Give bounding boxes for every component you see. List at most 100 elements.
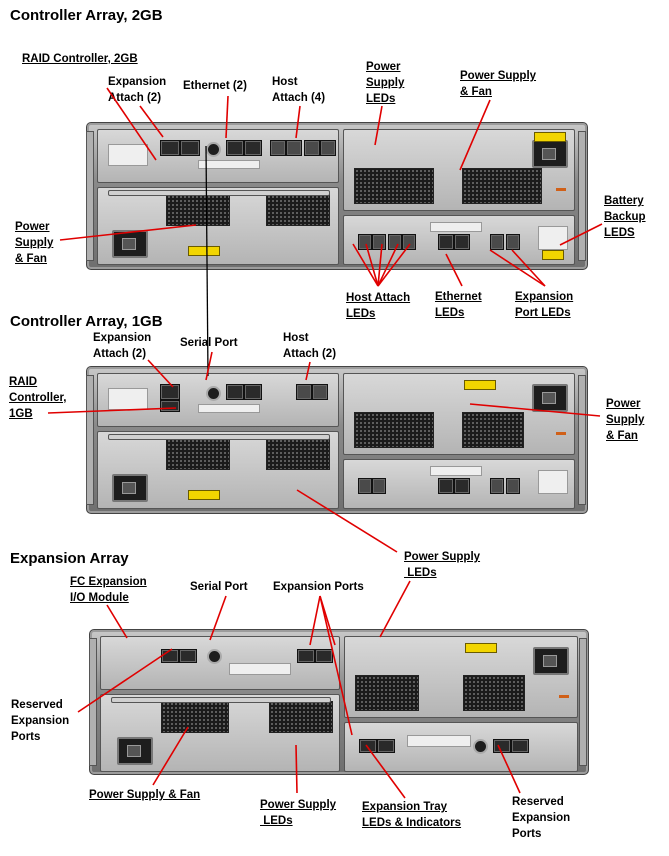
module-label-sticker bbox=[538, 470, 568, 494]
expansion-attach-port-1 bbox=[160, 384, 180, 400]
rack-ear-left bbox=[86, 131, 94, 261]
label-power-supply-fan-left: Power Supply & Fan bbox=[15, 221, 54, 265]
fan-grille-icon bbox=[462, 412, 524, 448]
fan-grille-icon bbox=[269, 701, 333, 733]
fan-grille-icon bbox=[166, 438, 230, 470]
label-serial-port-expansion: Serial Port bbox=[190, 581, 248, 593]
section-title-controller-1gb: Controller Array, 1GB bbox=[10, 313, 163, 330]
reserved-expansion-port-1 bbox=[161, 649, 179, 663]
host-attach-led-port-4 bbox=[402, 234, 416, 250]
warning-label-icon bbox=[188, 490, 220, 500]
warning-label-icon bbox=[464, 380, 496, 390]
ethernet-port-2 bbox=[244, 384, 262, 400]
label-reserved-ports-right: Reserved Expansion Ports bbox=[512, 796, 571, 840]
host-attach-led-port-2 bbox=[372, 478, 386, 494]
module-handle bbox=[108, 190, 330, 196]
label-battery-backup-leds: Battery Backup LEDS bbox=[604, 195, 646, 239]
fan-grille-icon bbox=[266, 438, 330, 470]
reserved-expansion-port-2 bbox=[179, 649, 197, 663]
fan-grille-icon bbox=[161, 701, 229, 733]
expansion-attach-port-1 bbox=[160, 140, 180, 156]
power-supply-fan-module-top bbox=[344, 636, 578, 718]
label-raid-controller-2gb: RAID Controller, 2GB bbox=[22, 53, 138, 65]
ethernet-port-2 bbox=[244, 140, 262, 156]
label-ethernet-leds: Ethernet LEDs bbox=[435, 291, 482, 319]
host-attach-port-2 bbox=[312, 384, 328, 400]
label-power-supply-leds-expansion: Power Supply LEDs bbox=[260, 799, 337, 827]
power-supply-fan-module-bottom bbox=[100, 694, 340, 772]
label-power-supply-leds: Power Supply LEDs bbox=[366, 61, 405, 105]
fan-grille-icon bbox=[354, 168, 434, 204]
battery-label bbox=[538, 226, 568, 250]
rack-ear-left bbox=[86, 375, 94, 505]
serial-port-icon bbox=[473, 739, 488, 754]
power-supply-fan-module-bottom bbox=[97, 187, 339, 265]
power-inlet-icon bbox=[117, 737, 153, 765]
ethernet-led-port-2 bbox=[454, 478, 470, 494]
power-inlet-icon bbox=[533, 647, 569, 675]
fan-grille-icon bbox=[463, 675, 525, 711]
controller-led-battery-module bbox=[343, 215, 575, 265]
power-inlet-icon bbox=[112, 230, 148, 258]
host-attach-led-port-1 bbox=[358, 478, 372, 494]
ethernet-led-port-1 bbox=[438, 478, 454, 494]
release-tab bbox=[556, 188, 566, 191]
barcode-sticker bbox=[407, 735, 471, 747]
label-power-supply-fan-expansion: Power Supply & Fan bbox=[89, 789, 201, 801]
power-inlet-icon bbox=[532, 384, 568, 412]
release-tab bbox=[556, 432, 566, 435]
power-supply-fan-module-top bbox=[343, 129, 575, 211]
module-label-sticker bbox=[108, 388, 148, 410]
label-expansion-attach-1gb: Expansion Attach (2) bbox=[93, 332, 152, 360]
ethernet-port-1 bbox=[226, 140, 244, 156]
label-expansion-port-leds: Expansion Port LEDs bbox=[515, 291, 574, 319]
host-attach-led-port-2 bbox=[372, 234, 386, 250]
ethernet-led-port-1 bbox=[438, 234, 454, 250]
ethernet-led-port-2 bbox=[454, 234, 470, 250]
expansion-led-port-1 bbox=[490, 234, 504, 250]
serial-port-icon bbox=[207, 649, 222, 664]
module-handle bbox=[108, 434, 330, 440]
label-ethernet: Ethernet (2) bbox=[183, 80, 247, 92]
host-attach-port-1 bbox=[270, 140, 286, 156]
barcode-sticker bbox=[430, 466, 482, 476]
label-power-supply-fan-1gb: Power Supply & Fan bbox=[606, 398, 645, 442]
module-handle bbox=[111, 697, 331, 703]
fc-expansion-io-module bbox=[100, 636, 340, 690]
fan-grille-icon bbox=[354, 412, 434, 448]
serial-port-icon bbox=[206, 142, 221, 157]
label-expansion-ports: Expansion Ports bbox=[273, 581, 364, 593]
expansion-led-port-2 bbox=[506, 478, 520, 494]
section-title-controller-2gb: Controller Array, 2GB bbox=[10, 7, 163, 24]
label-power-supply-fan-top: Power Supply & Fan bbox=[460, 70, 537, 98]
rack-ear-right bbox=[578, 131, 586, 261]
controller-led-module bbox=[343, 459, 575, 509]
fan-grille-icon bbox=[266, 194, 330, 226]
fan-grille-icon bbox=[462, 168, 542, 204]
label-host-attach-1gb: Host Attach (2) bbox=[283, 332, 337, 360]
warning-label-icon bbox=[534, 132, 566, 142]
expansion-port-1 bbox=[297, 649, 315, 663]
host-attach-port-1 bbox=[296, 384, 312, 400]
barcode-sticker bbox=[198, 160, 260, 169]
host-attach-port-3 bbox=[304, 140, 320, 156]
controller-2gb-chassis bbox=[86, 122, 588, 270]
expansion-attach-port-2 bbox=[160, 400, 180, 412]
warning-label-icon bbox=[542, 250, 564, 260]
label-host-attach-leds: Host Attach LEDs bbox=[346, 292, 411, 320]
label-serial-port-1gb: Serial Port bbox=[180, 337, 238, 349]
ethernet-port-1 bbox=[226, 384, 244, 400]
expansion-tray-port-1 bbox=[359, 739, 377, 753]
warning-label-icon bbox=[188, 246, 220, 256]
raid-controller-2gb-module bbox=[97, 129, 339, 183]
reserved-tray-port-2 bbox=[511, 739, 529, 753]
label-power-supply-leds-1gb: Power Supply LEDs bbox=[404, 551, 481, 579]
label-host-attach: Host Attach (4) bbox=[272, 76, 326, 104]
expansion-array-chassis bbox=[89, 629, 589, 775]
barcode-sticker bbox=[229, 663, 291, 675]
host-attach-led-port-3 bbox=[388, 234, 402, 250]
host-attach-port-4 bbox=[320, 140, 336, 156]
barcode-sticker bbox=[430, 222, 482, 232]
expansion-led-port-2 bbox=[506, 234, 520, 250]
